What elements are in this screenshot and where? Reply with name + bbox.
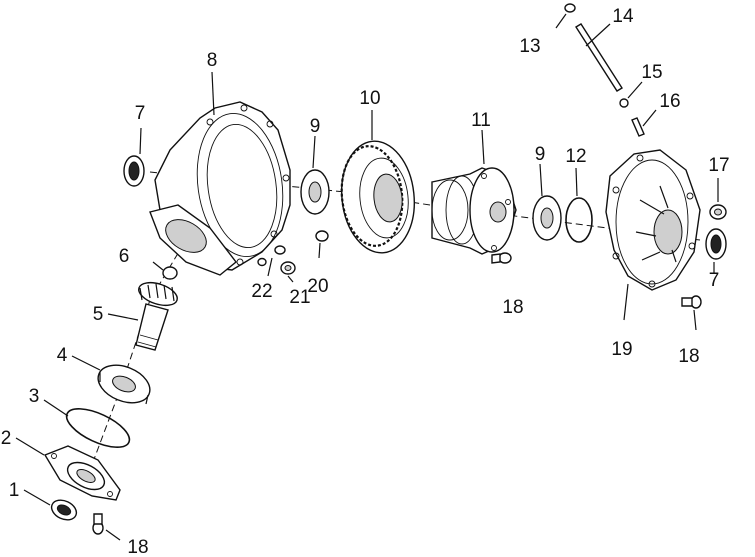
- callout-15: 15: [641, 62, 662, 83]
- assembly-axis-pinion: [89, 224, 196, 471]
- callout-8: 8: [207, 50, 218, 71]
- part-6-bushing: [152, 261, 178, 280]
- callout-9-right: 9: [535, 144, 546, 165]
- part-20-plug: [315, 230, 329, 259]
- callout-13: 13: [519, 36, 540, 57]
- part-9-bearing-left: [300, 135, 330, 215]
- callout-10: 10: [359, 88, 380, 109]
- assembly-axis-main: [149, 171, 701, 241]
- callout-17: 17: [708, 155, 729, 176]
- callout-3: 3: [29, 386, 40, 407]
- part-5-pinion-gear: [135, 281, 178, 351]
- callout-21: 21: [289, 287, 310, 308]
- part-16-pin: [631, 109, 657, 137]
- callout-18-middle: 18: [502, 297, 523, 318]
- callout-7-right: 7: [709, 270, 720, 291]
- part-9-bearing-right: [532, 163, 562, 241]
- part-17-nut: [709, 178, 727, 220]
- part-4-bearing: [97, 364, 151, 405]
- part-3-o-ring: [65, 408, 131, 448]
- callout-18-bottom: 18: [127, 537, 148, 557]
- part-2-cover-plate: [43, 445, 121, 501]
- part-15-plug: [619, 81, 643, 108]
- part-11-differential-hub: [431, 129, 517, 255]
- part-1-seal: [50, 499, 78, 521]
- callout-9-left: 9: [310, 116, 321, 137]
- leader-3: [43, 399, 69, 417]
- part-19-rear-cover: [605, 149, 701, 321]
- callout-11: 11: [471, 110, 491, 131]
- callout-6: 6: [119, 246, 130, 267]
- callout-16: 16: [659, 91, 680, 112]
- callout-14: 14: [612, 6, 634, 27]
- callout-2: 2: [1, 428, 12, 449]
- part-12-o-ring: [565, 167, 593, 243]
- leader-2: [15, 437, 45, 456]
- part-22-bolt: [257, 245, 286, 277]
- callout-labels: 1 2 3 4 5 6 7 7 8 9 9 10 11 12 13 14 15 …: [1, 6, 730, 557]
- leader-5: [107, 313, 139, 321]
- callout-20: 20: [307, 276, 328, 297]
- part-18-bolt-middle: [491, 252, 512, 264]
- part-8-gear-case: [149, 71, 291, 276]
- part-7-seal-right: [705, 228, 727, 274]
- leader-4: [71, 355, 101, 371]
- part-10-ring-gear: [340, 110, 415, 254]
- part-13-plug: [555, 3, 576, 29]
- callout-1: 1: [9, 480, 20, 501]
- callout-19: 19: [611, 339, 632, 360]
- part-14-pin: [575, 23, 623, 92]
- callout-5: 5: [93, 304, 104, 325]
- callout-7-left: 7: [135, 103, 146, 124]
- leader-1: [23, 489, 51, 506]
- callout-12: 12: [565, 146, 586, 167]
- part-21-nut: [280, 261, 296, 283]
- part-18-bolt-right: [681, 295, 702, 331]
- part-18-bolt-bottom: [92, 513, 121, 541]
- part-7-seal-left: [123, 127, 145, 187]
- callout-4: 4: [57, 345, 68, 366]
- callout-22: 22: [251, 281, 272, 302]
- callout-18-right: 18: [678, 346, 699, 367]
